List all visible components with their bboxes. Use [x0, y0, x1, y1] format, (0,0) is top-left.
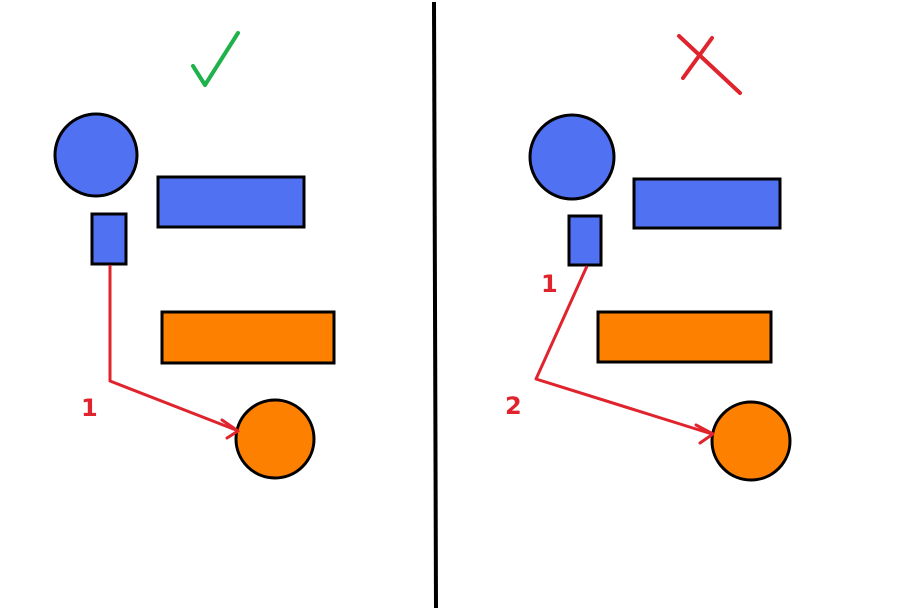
arrow-head: [694, 423, 715, 445]
right-panel: 1 2: [505, 34, 792, 482]
arrow-head: [220, 418, 240, 440]
cross-icon: [677, 34, 742, 95]
step-label: 1: [81, 394, 98, 422]
blue-circle: [528, 113, 616, 201]
orange-wide-rect: [596, 310, 773, 364]
blue-circle: [53, 112, 139, 198]
checkmark-icon: [191, 31, 240, 87]
blue-small-rect: [90, 212, 128, 266]
left-panel: 1: [53, 31, 336, 480]
route-path: [108, 265, 237, 432]
orange-circle: [710, 400, 792, 482]
step-label: 1: [541, 270, 558, 298]
step-label: 2: [505, 392, 522, 420]
blue-small-rect: [567, 214, 603, 267]
orange-wide-rect: [160, 310, 336, 365]
blue-wide-rect: [156, 175, 306, 229]
orange-circle: [234, 398, 316, 480]
blue-wide-rect: [632, 177, 782, 230]
route-path: [534, 265, 713, 436]
panel-divider: [432, 1, 438, 608]
